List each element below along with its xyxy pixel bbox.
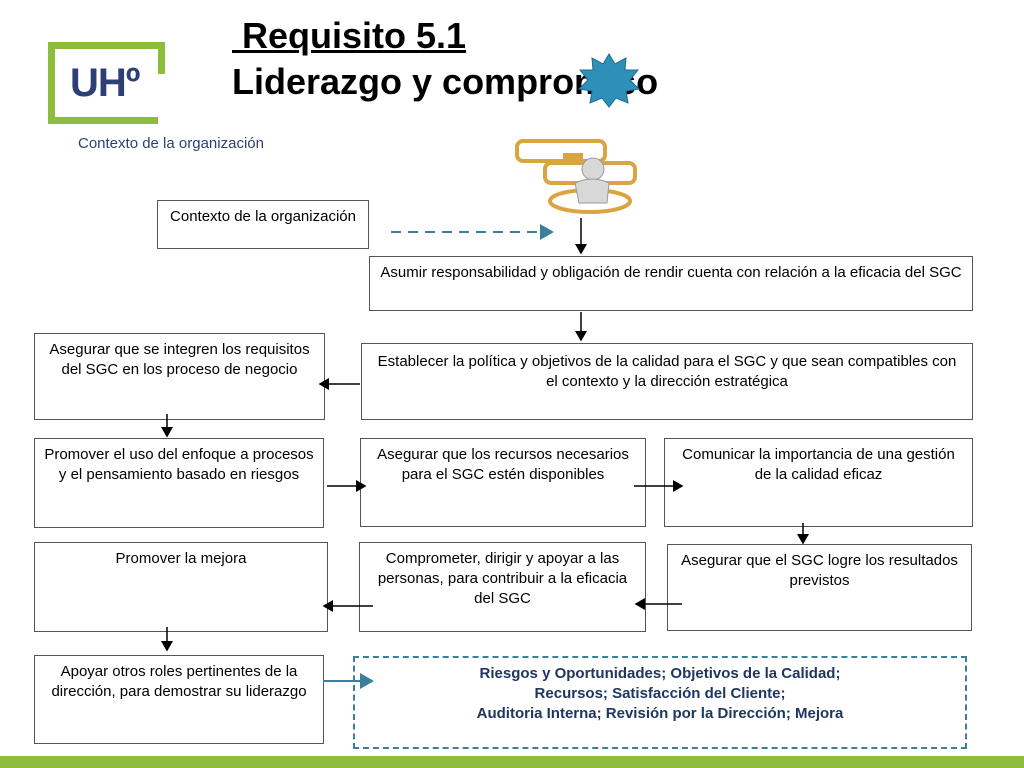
logo: UHº bbox=[70, 61, 140, 105]
box-asegurar-integren: Asegurar que se integren los requisitos … bbox=[34, 333, 325, 420]
related-line-2: Recursos; Satisfacción del Cliente; bbox=[534, 685, 786, 702]
box-asumir-responsabilidad: Asumir responsabilidad y obligación de r… bbox=[369, 256, 973, 311]
box-asegurar-recursos: Asegurar que los recursos necesarios par… bbox=[360, 438, 646, 527]
box-promover-enfoque: Promover el uso del enfoque a procesos y… bbox=[34, 438, 324, 528]
box-comprometer-personas: Comprometer, dirigir y apoyar a las pers… bbox=[359, 542, 646, 632]
related-line-3: Auditoria Interna; Revisión por la Direc… bbox=[476, 705, 844, 722]
page-subtitle: Contexto de la organización bbox=[78, 135, 264, 152]
related-line-1: Riesgos y Oportunidades; Objetivos de la… bbox=[479, 665, 841, 682]
person-puzzle-icon bbox=[515, 139, 637, 214]
box-related-topics: Riesgos y Oportunidades; Objetivos de la… bbox=[353, 656, 967, 749]
logo-frame bbox=[48, 42, 165, 124]
box-contexto-organizacion: Contexto de la organización bbox=[157, 200, 369, 249]
page-title-requisito: Requisito 5.1 bbox=[232, 15, 467, 56]
box-asegurar-resultados: Asegurar que el SGC logre los resultados… bbox=[667, 544, 972, 631]
box-promover-mejora: Promover la mejora bbox=[34, 542, 328, 632]
box-comunicar-importancia: Comunicar la importancia de una gestión … bbox=[664, 438, 973, 527]
box-establecer-politica: Establecer la política y objetivos de la… bbox=[361, 343, 973, 420]
box-apoyar-roles: Apoyar otros roles pertinentes de la dir… bbox=[34, 655, 324, 744]
bottom-accent-bar bbox=[0, 756, 1024, 768]
star-burst-icon bbox=[577, 53, 641, 108]
